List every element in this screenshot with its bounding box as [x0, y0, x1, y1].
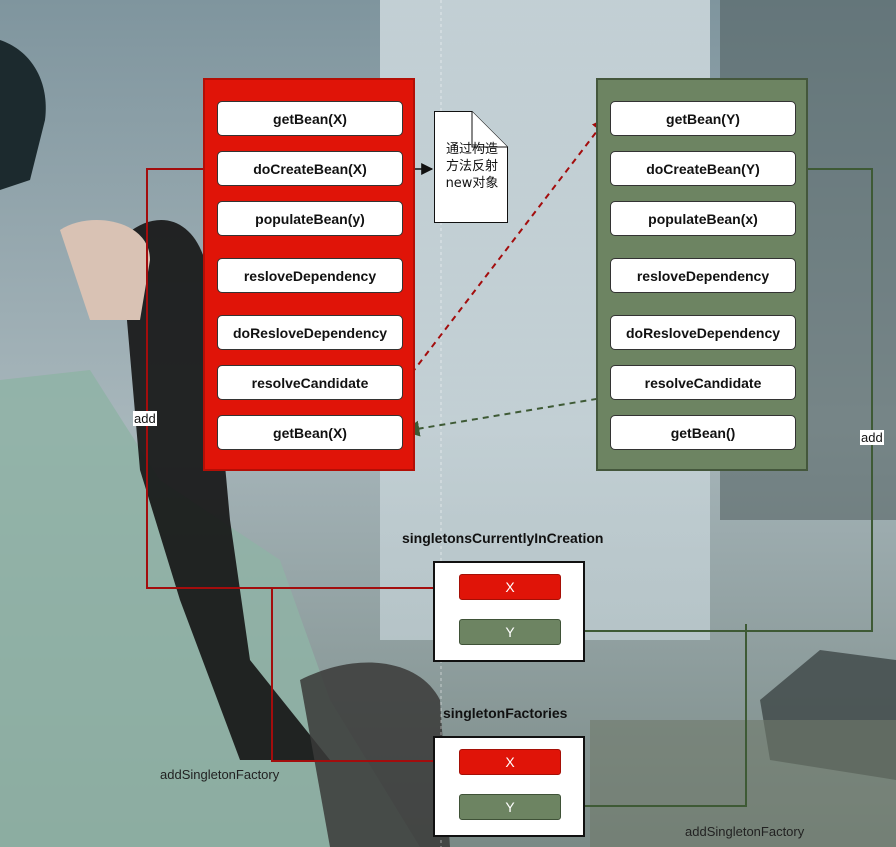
step-getbean-x[interactable]: getBean(X) [217, 101, 403, 136]
singletons-in-creation-title: singletonsCurrentlyInCreation [402, 530, 604, 546]
step-doreslovedependency-y[interactable]: doResloveDependency [610, 315, 796, 350]
note-line-2: 方法反射 [445, 159, 498, 174]
document-icon [434, 111, 508, 223]
step-doreslovedependency-x[interactable]: doResloveDependency [217, 315, 403, 350]
label-add-left: add [133, 411, 157, 426]
note-line-1: 通过构造 [445, 142, 498, 157]
singleton-factories-store: X Y [433, 736, 585, 837]
bean-x-creation-panel: getBean(X) doCreateBean(X) populateBean(… [203, 78, 415, 471]
step-getbean-empty[interactable]: getBean() [610, 415, 796, 450]
step-populatebean-y[interactable]: populateBean(y) [217, 201, 403, 236]
label-add-singleton-factory-left: addSingletonFactory [160, 767, 280, 782]
bean-y-creation-panel: getBean(Y) doCreateBean(Y) populateBean(… [596, 78, 808, 471]
factory-entry-x[interactable]: X [459, 749, 561, 775]
creation-entry-y[interactable]: Y [459, 619, 561, 645]
singleton-factories-title: singletonFactories [443, 705, 568, 721]
step-docreatebean-x[interactable]: doCreateBean(X) [217, 151, 403, 186]
step-resolvecandidate-y[interactable]: resolveCandidate [610, 365, 796, 400]
label-add-right: add [860, 430, 884, 445]
step-getbean-x-again[interactable]: getBean(X) [217, 415, 403, 450]
singletons-in-creation-store: X Y [433, 561, 585, 662]
step-docreatebean-y[interactable]: doCreateBean(Y) [610, 151, 796, 186]
step-resolvecandidate-x[interactable]: resolveCandidate [217, 365, 403, 400]
note-text: 通过构造 方法反射 new对象 [438, 141, 506, 192]
factory-entry-y[interactable]: Y [459, 794, 561, 820]
step-reslovedependency-y[interactable]: resloveDependency [610, 258, 796, 293]
creation-entry-x[interactable]: X [459, 574, 561, 600]
step-reslovedependency-x[interactable]: resloveDependency [217, 258, 403, 293]
note-line-3: new对象 [445, 176, 499, 191]
step-getbean-y[interactable]: getBean(Y) [610, 101, 796, 136]
step-populatebean-x[interactable]: populateBean(x) [610, 201, 796, 236]
label-add-singleton-factory-right: addSingletonFactory [685, 824, 805, 839]
constructor-reflection-note: 通过构造 方法反射 new对象 [434, 111, 508, 223]
